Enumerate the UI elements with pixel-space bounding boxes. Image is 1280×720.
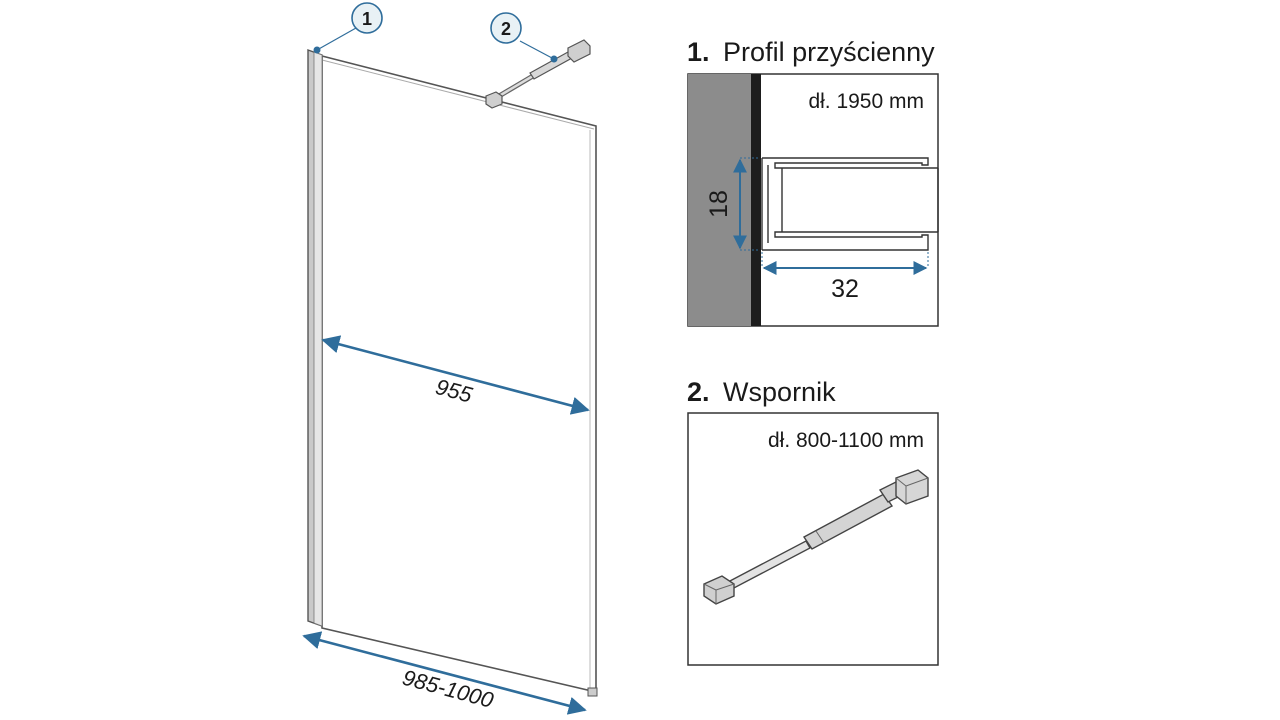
callout-2: 2: [490, 12, 558, 63]
profile-cross-section: [761, 157, 939, 251]
detail-profile: 1. Profil przyścienny dł. 1950 mm 18 32: [687, 37, 939, 327]
detail-profile-heading: 1. Profil przyścienny: [687, 37, 935, 67]
detail-profile-width-label: 32: [831, 275, 859, 303]
detail-profile-title: Profil przyścienny: [723, 37, 935, 67]
detail-bracket-number: 2.: [687, 377, 710, 407]
detail-bracket: 2. Wspornik dł. 800-1100 mm: [687, 377, 939, 666]
detail-profile-number: 1.: [687, 37, 710, 67]
stabilizer-bar: [485, 39, 591, 109]
detail-bracket-spec: dł. 800-1100 mm: [768, 429, 924, 452]
callout-1-number: 1: [362, 9, 372, 29]
callout-1: 1: [313, 2, 383, 54]
detail-profile-spec: dł. 1950 mm: [808, 90, 924, 113]
bracket-drawing: [703, 469, 929, 605]
detail-profile-height-label: 18: [705, 190, 733, 218]
detail-bracket-heading: 2. Wspornik: [687, 377, 836, 407]
callout-2-number: 2: [501, 19, 511, 39]
detail-bracket-title: Wspornik: [723, 377, 836, 407]
dimension-total-width-label: 985-1000: [400, 665, 497, 713]
glass-panel: [321, 54, 597, 694]
